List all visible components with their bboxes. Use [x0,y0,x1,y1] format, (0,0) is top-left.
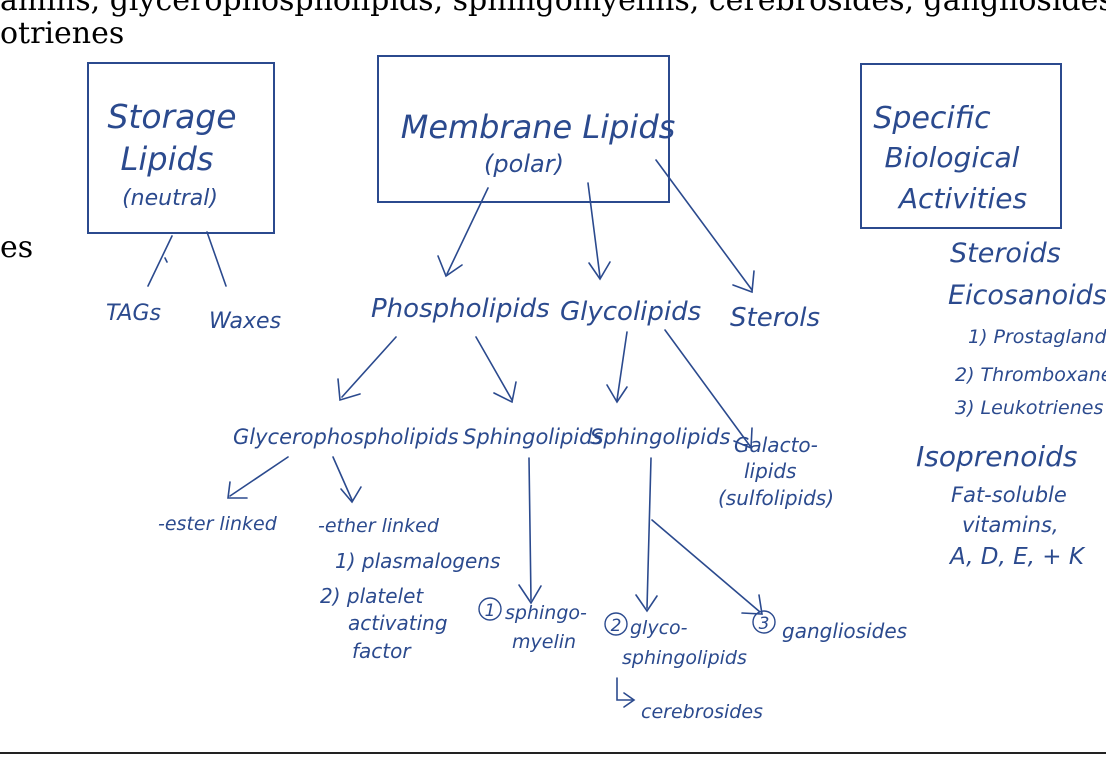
membrane-polar: (polar) [484,150,564,178]
number-circle-1 [478,597,502,621]
galactolipids-line2: lipids [744,459,796,483]
storage-title: Storage [107,97,236,136]
ink-dot [164,257,168,263]
specific-activities-box [860,63,1062,229]
specific-activities: Activities [897,182,1027,215]
galactolipids-line1: Galacto- [734,433,818,457]
arrowhead [437,255,463,278]
glycosphingolipids-line2: sphingolipids [622,647,747,669]
glycolipids-label: Glycolipids [560,297,701,327]
phospholipids-label: Phospholipids [371,294,550,324]
page-divider [0,752,1106,754]
storage-subtitle: Lipids [121,140,214,178]
membrane-to-phospholipids-arrow [446,187,489,275]
paf-line2: activating [348,611,448,635]
arrowhead [741,594,763,615]
cutoff-text-line-3: es [0,230,34,265]
glycerophospholipids-to-ether-arrow [332,456,353,501]
sphingomyelin-line2: myelin [512,631,576,653]
arrowhead [493,381,517,404]
membrane-title: Membrane Lipids [401,108,676,146]
storage-to-tags-line [147,235,173,287]
arrowhead [635,594,658,613]
membrane-lipids-box [377,55,670,203]
glycolipids-to-sphingolipids-arrow [616,331,628,401]
steroids-label: Steroids [950,238,1061,269]
arrowhead [518,584,542,605]
cutoff-text-line-2: otrienes [0,16,125,51]
arrowhead [340,486,362,504]
paf-line3: factor [352,639,412,663]
number-3: 3 [759,614,770,634]
leukotrienes-label: 3) Leukotrienes [955,397,1103,419]
phospholipids-to-glycerophospholipids-arrow [341,336,397,398]
tags-label: TAGs [106,301,161,326]
arrowhead [606,384,628,404]
isoprenoids-label: Isoprenoids [916,440,1078,473]
number-1: 1 [485,601,496,621]
glycosphingolipids-to-cerebrosides-arrow [616,677,633,701]
ester-linked-label: -ester linked [158,513,278,535]
storage-neutral: (neutral) [122,186,218,211]
fat-soluble-line3: A, D, E, + K [948,544,1086,570]
eicosanoids-label: Eicosanoids [948,280,1106,311]
specific-biological: Biological [885,141,1020,174]
sphingolipids-label-left: Sphingolipids [463,425,603,449]
sterols-label: Sterols [730,303,820,333]
waxes-label: Waxes [209,309,281,334]
glycerophospholipids-label: Glycerophospholipids [233,425,459,449]
paf-line1: 2) platelet [320,584,424,608]
arrowhead [337,378,361,402]
membrane-to-glycolipids-arrow [587,182,601,278]
storage-to-waxes-line [206,231,227,287]
arrowhead [733,427,753,450]
storage-lipids-box [87,62,275,234]
sphingolipids-to-glycosphingolipids-arrow [646,457,652,609]
galactolipids-line3: (sulfolipids) [718,486,834,510]
plasmalogens-label: 1) plasmalogens [335,549,500,573]
ether-linked-label: -ether linked [318,515,440,537]
sphingolipids-to-gangliosides-arrow [651,519,761,613]
sphingolipids-to-sphingomyelin-arrow [528,457,532,601]
prostaglandins-label: 1) Prostaglandins [968,326,1106,348]
membrane-to-sterols-arrow [655,159,753,291]
number-circle-3 [752,610,776,634]
phospholipids-to-sphingolipids-arrow [475,336,513,401]
glycosphingolipids-line1: glyco- [630,617,688,639]
number-circle-2 [604,612,628,636]
arrowhead [623,692,636,708]
fat-soluble-line2: vitamins, [962,513,1059,537]
sphingomyelin-line1: sphingo- [505,602,587,624]
cerebrosides-label: cerebrosides [641,701,763,723]
fat-soluble-line1: Fat-soluble [951,483,1067,507]
glycolipids-to-galactolipids-arrow [664,329,751,447]
glycerophospholipids-to-ester-arrow [229,456,289,497]
thromboxanes-label: 2) Thromboxanes [955,364,1106,386]
arrowhead [588,261,611,281]
sphingolipids-label-right: Sphingolipids [590,425,730,449]
arrowhead [227,481,248,499]
cutoff-text-line-1: amins, glycerophospholipids, sphingomyel… [0,0,1106,18]
number-2: 2 [611,616,622,636]
gangliosides-label: gangliosides [782,619,907,643]
specific-title: Specific [873,101,991,136]
arrowhead [732,270,755,294]
